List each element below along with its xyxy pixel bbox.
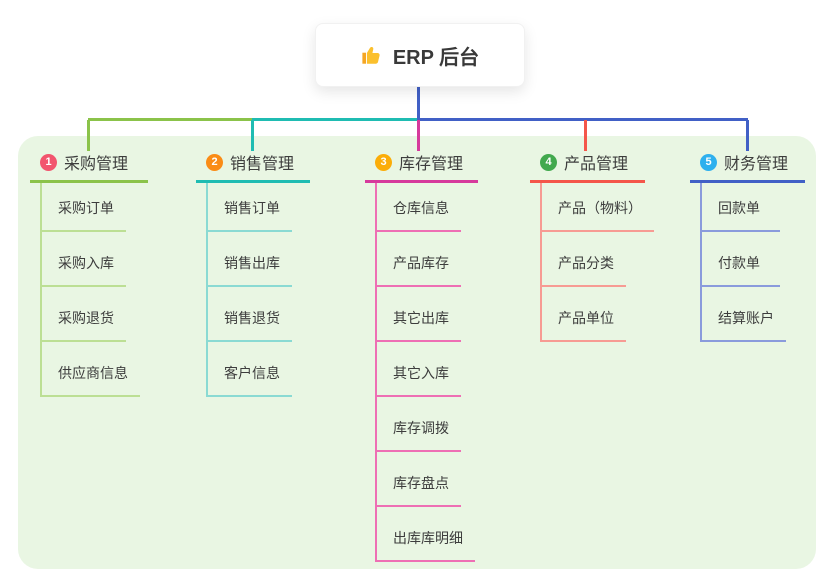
child-node[interactable]: 产品单位 bbox=[542, 287, 626, 342]
child-node[interactable]: 仓库信息 bbox=[377, 183, 461, 232]
child-node[interactable]: 结算账户 bbox=[702, 287, 786, 342]
branch-node-product[interactable]: 4 产品管理 bbox=[530, 150, 645, 183]
priority-badge: 2 bbox=[206, 153, 223, 171]
branch-children: 回款单 付款单 结算账户 bbox=[700, 183, 805, 342]
child-node[interactable]: 回款单 bbox=[702, 183, 780, 232]
drop-line-product bbox=[584, 120, 587, 151]
child-node[interactable]: 其它入库 bbox=[377, 342, 461, 397]
branch-product-management: 4 产品管理 产品（物料） 产品分类 产品单位 bbox=[530, 150, 654, 342]
branch-children: 仓库信息 产品库存 其它出库 其它入库 库存调拨 库存盘点 出库库明细 bbox=[375, 183, 478, 562]
branches-panel bbox=[18, 136, 816, 569]
branch-label: 财务管理 bbox=[724, 156, 789, 173]
branch-node-finance[interactable]: 5 财务管理 bbox=[690, 150, 805, 183]
branch-label: 销售管理 bbox=[230, 156, 295, 173]
drop-line-purchase bbox=[87, 120, 90, 151]
branch-sales-management: 2 销售管理 销售订单 销售出库 销售退货 客户信息 bbox=[196, 150, 310, 397]
child-node[interactable]: 出库库明细 bbox=[377, 507, 475, 562]
bus-line-purchase bbox=[88, 118, 253, 121]
child-node[interactable]: 销售订单 bbox=[208, 183, 292, 232]
child-node[interactable]: 其它出库 bbox=[377, 287, 461, 342]
thumbs-up-icon bbox=[361, 44, 383, 66]
child-node[interactable]: 采购退货 bbox=[42, 287, 126, 342]
priority-badge: 3 bbox=[375, 153, 392, 171]
bus-line-finance bbox=[417, 118, 748, 121]
branch-children: 采购订单 采购入库 采购退货 供应商信息 bbox=[40, 183, 148, 397]
branch-label: 采购管理 bbox=[64, 156, 129, 173]
child-node[interactable]: 产品库存 bbox=[377, 232, 461, 287]
child-node[interactable]: 产品分类 bbox=[542, 232, 626, 287]
branch-children: 产品（物料） 产品分类 产品单位 bbox=[540, 183, 654, 342]
child-node[interactable]: 付款单 bbox=[702, 232, 780, 287]
child-node[interactable]: 客户信息 bbox=[208, 342, 292, 397]
branch-children: 销售订单 销售出库 销售退货 客户信息 bbox=[206, 183, 310, 397]
branch-node-inventory[interactable]: 3 库存管理 bbox=[365, 150, 478, 183]
bus-line-sales bbox=[252, 118, 419, 121]
child-node[interactable]: 产品（物料） bbox=[542, 183, 654, 232]
root-node-erp-backend[interactable]: ERP 后台 bbox=[315, 23, 525, 87]
branch-node-purchase[interactable]: 1 采购管理 bbox=[30, 150, 148, 183]
child-node[interactable]: 库存盘点 bbox=[377, 452, 461, 507]
drop-line-finance bbox=[746, 120, 749, 151]
child-node[interactable]: 供应商信息 bbox=[42, 342, 140, 397]
child-node[interactable]: 采购入库 bbox=[42, 232, 126, 287]
child-node[interactable]: 销售出库 bbox=[208, 232, 292, 287]
root-stem-line bbox=[417, 85, 420, 118]
child-node[interactable]: 库存调拨 bbox=[377, 397, 461, 452]
priority-badge: 5 bbox=[700, 153, 717, 171]
priority-badge: 4 bbox=[540, 153, 557, 171]
branch-purchase-management: 1 采购管理 采购订单 采购入库 采购退货 供应商信息 bbox=[30, 150, 148, 397]
branch-finance-management: 5 财务管理 回款单 付款单 结算账户 bbox=[690, 150, 805, 342]
child-node[interactable]: 采购订单 bbox=[42, 183, 126, 232]
drop-line-sales bbox=[251, 120, 254, 151]
branch-label: 产品管理 bbox=[564, 156, 629, 173]
priority-badge: 1 bbox=[40, 153, 57, 171]
branch-inventory-management: 3 库存管理 仓库信息 产品库存 其它出库 其它入库 库存调拨 库存盘点 出库库… bbox=[365, 150, 478, 562]
child-node[interactable]: 销售退货 bbox=[208, 287, 292, 342]
branch-label: 库存管理 bbox=[399, 156, 464, 173]
drop-line-inventory bbox=[417, 120, 420, 151]
root-node-label: ERP 后台 bbox=[392, 46, 480, 69]
branch-node-sales[interactable]: 2 销售管理 bbox=[196, 150, 310, 183]
